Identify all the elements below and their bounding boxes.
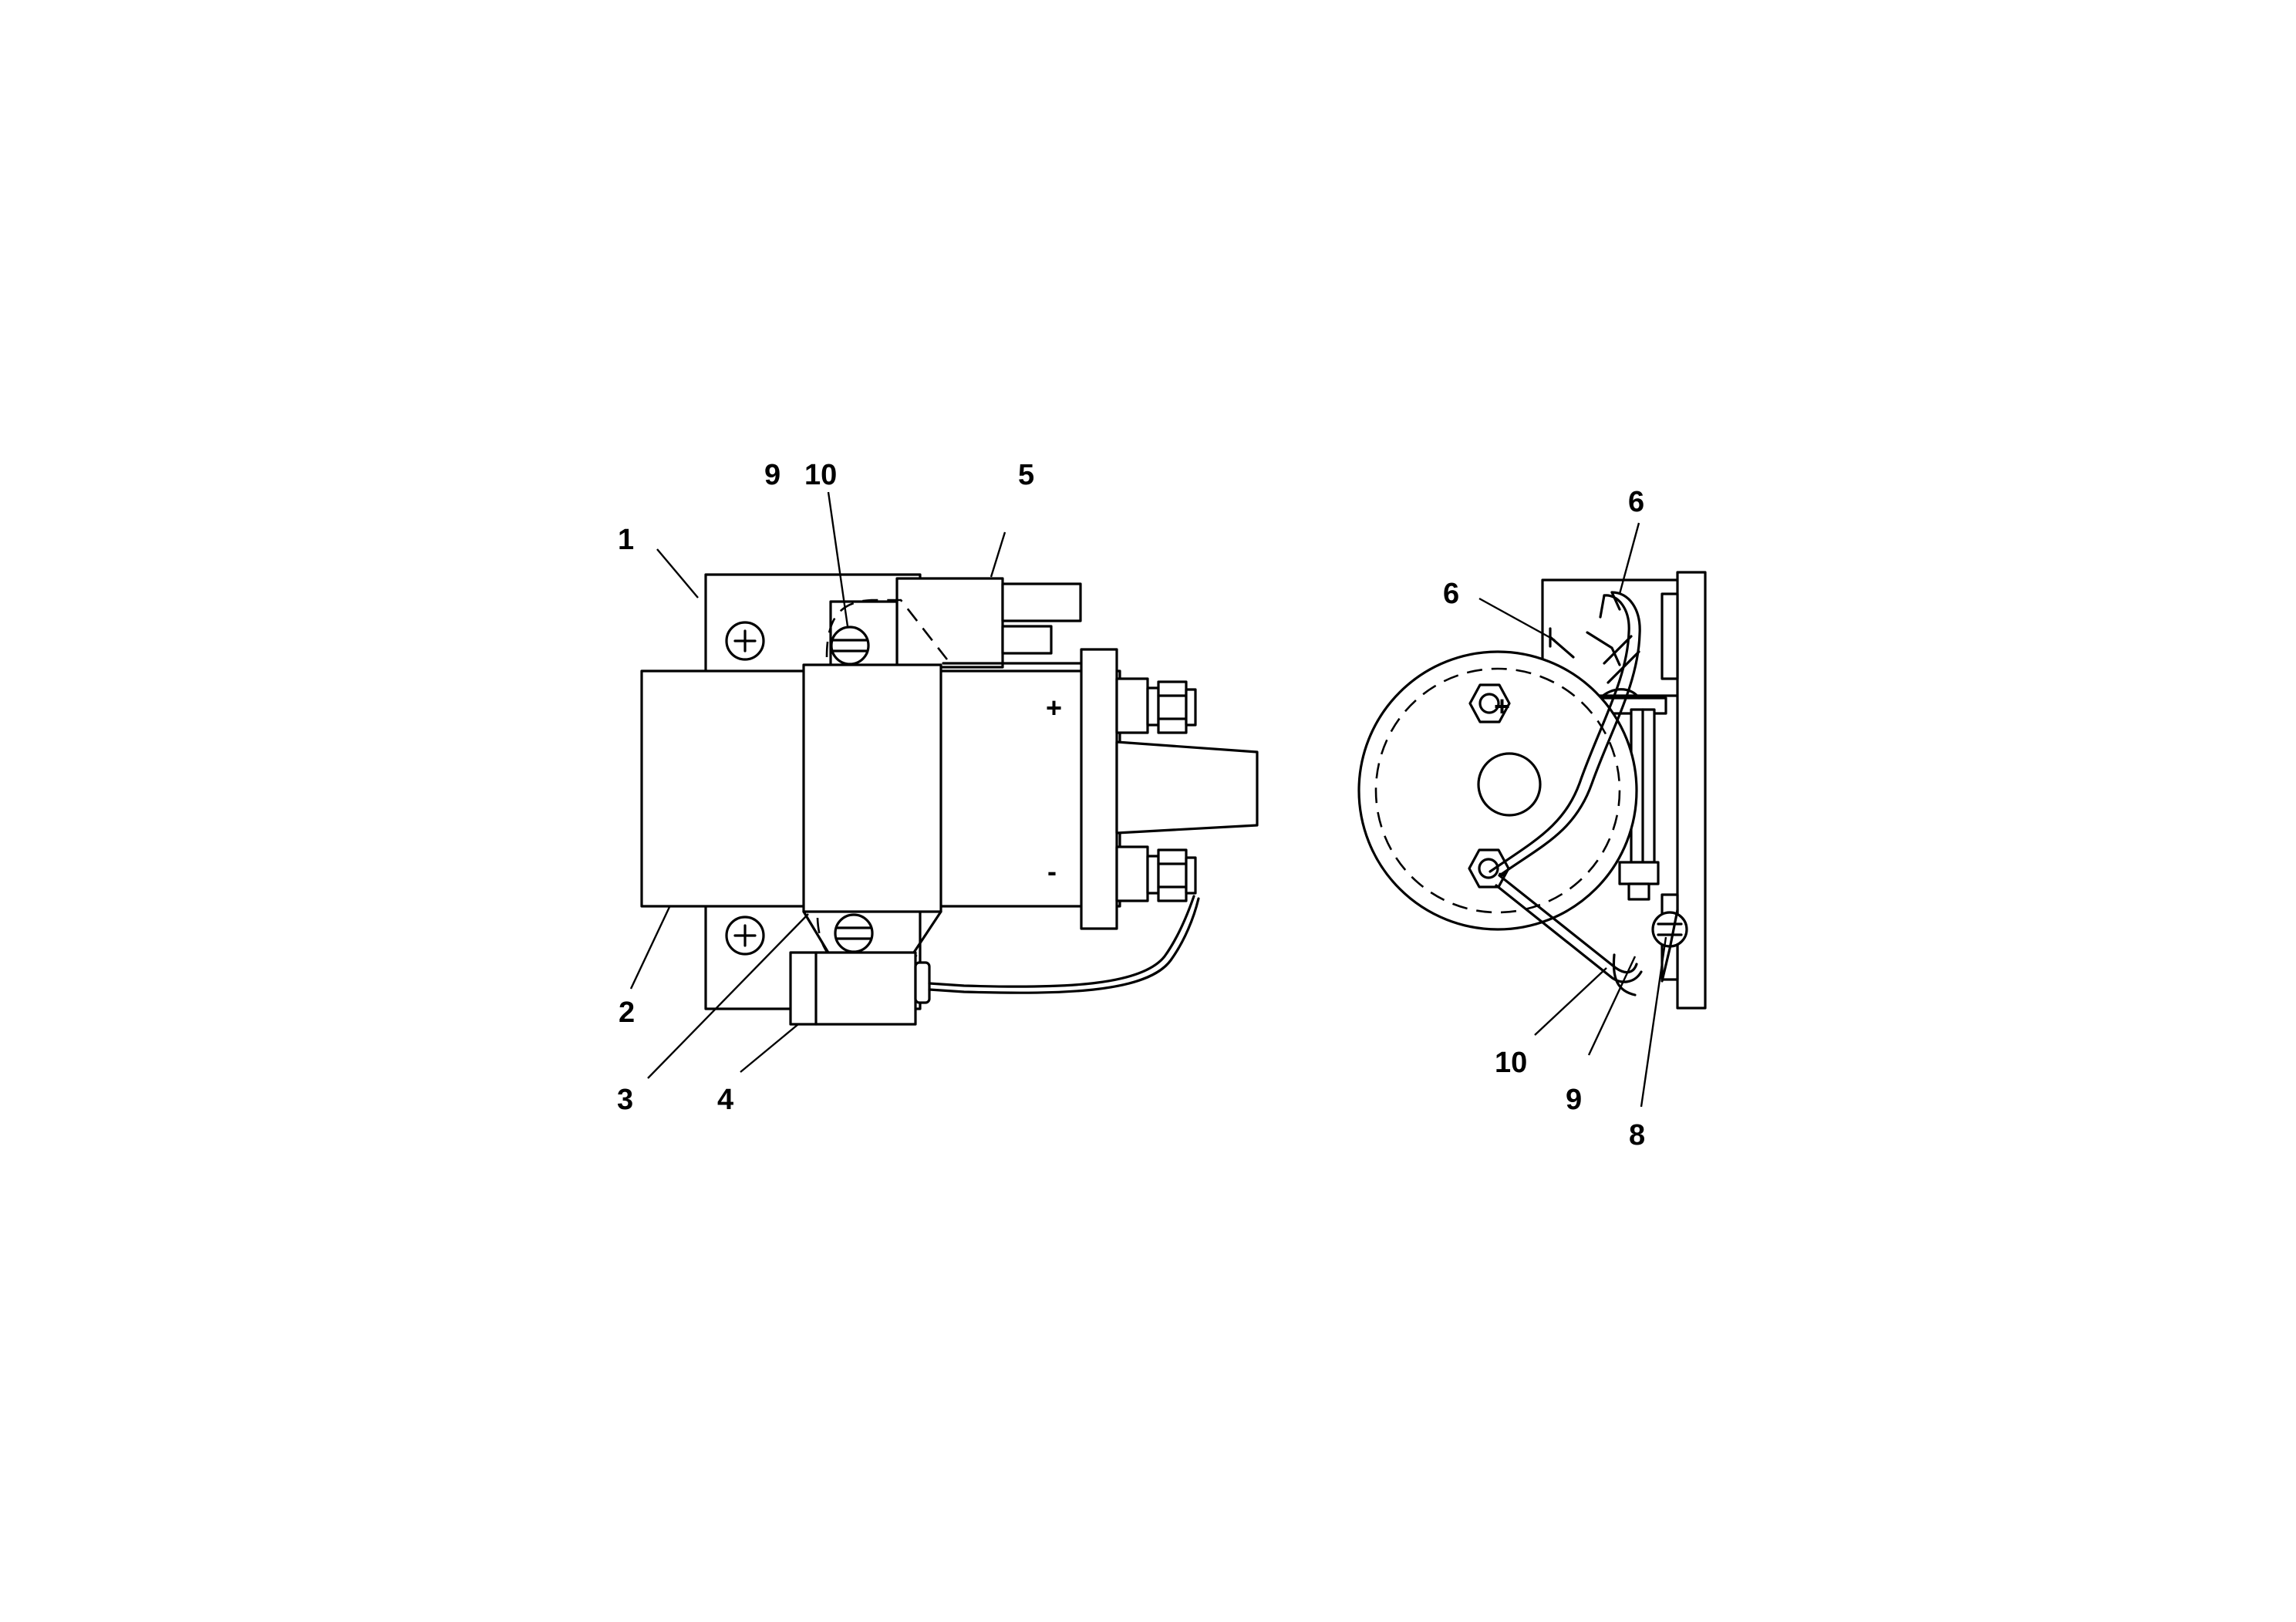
- diode-block: [789, 951, 917, 1026]
- callout-8: 8: [1629, 1119, 1645, 1152]
- end-plus-sign: +: [1494, 690, 1510, 722]
- callout-5: 5: [1018, 459, 1034, 491]
- jumper-wire: [1489, 594, 1630, 873]
- clamp-band: [802, 663, 942, 913]
- callout-3: 3: [617, 1084, 633, 1116]
- callout-9-right: 9: [1566, 1084, 1582, 1116]
- bracket-screw-bottom: [725, 916, 765, 956]
- end-terminal-nut-top: [1468, 683, 1511, 723]
- lower-screw: [1651, 911, 1688, 948]
- callout-1: 1: [618, 524, 634, 556]
- plunger-shaft: [1115, 740, 1259, 835]
- diode-wire: [928, 895, 1195, 988]
- clamp-screw-top: [830, 626, 870, 666]
- callout-4: 4: [717, 1084, 733, 1116]
- callout-6-right-lower: 6: [1443, 578, 1459, 610]
- end-flange: [1080, 648, 1118, 930]
- callout-9-left: 9: [764, 459, 781, 491]
- callout-2: 2: [619, 996, 635, 1029]
- callout-10-right: 10: [1495, 1047, 1527, 1079]
- minus-sign: -: [1047, 855, 1057, 887]
- end-terminal-nut-bottom: [1468, 848, 1510, 889]
- terminal-nut-bottom: [1157, 848, 1197, 902]
- clamp-screw-bottom: [834, 913, 874, 953]
- terminal-block: [895, 577, 1004, 669]
- callout-6-right-upper: 6: [1628, 486, 1644, 518]
- plunger-end: [1477, 752, 1542, 817]
- callout-10-left: 10: [804, 459, 837, 491]
- side-view: + - 1 2 3 4 5 9 10: [617, 459, 1259, 1116]
- end-minus-sign: -: [1498, 856, 1507, 888]
- end-view: + - 6 6 10 9 8: [1357, 486, 1707, 1152]
- plus-sign: +: [1046, 692, 1062, 723]
- terminal-nut-top: [1157, 680, 1197, 734]
- bracket-screw-top: [725, 621, 765, 661]
